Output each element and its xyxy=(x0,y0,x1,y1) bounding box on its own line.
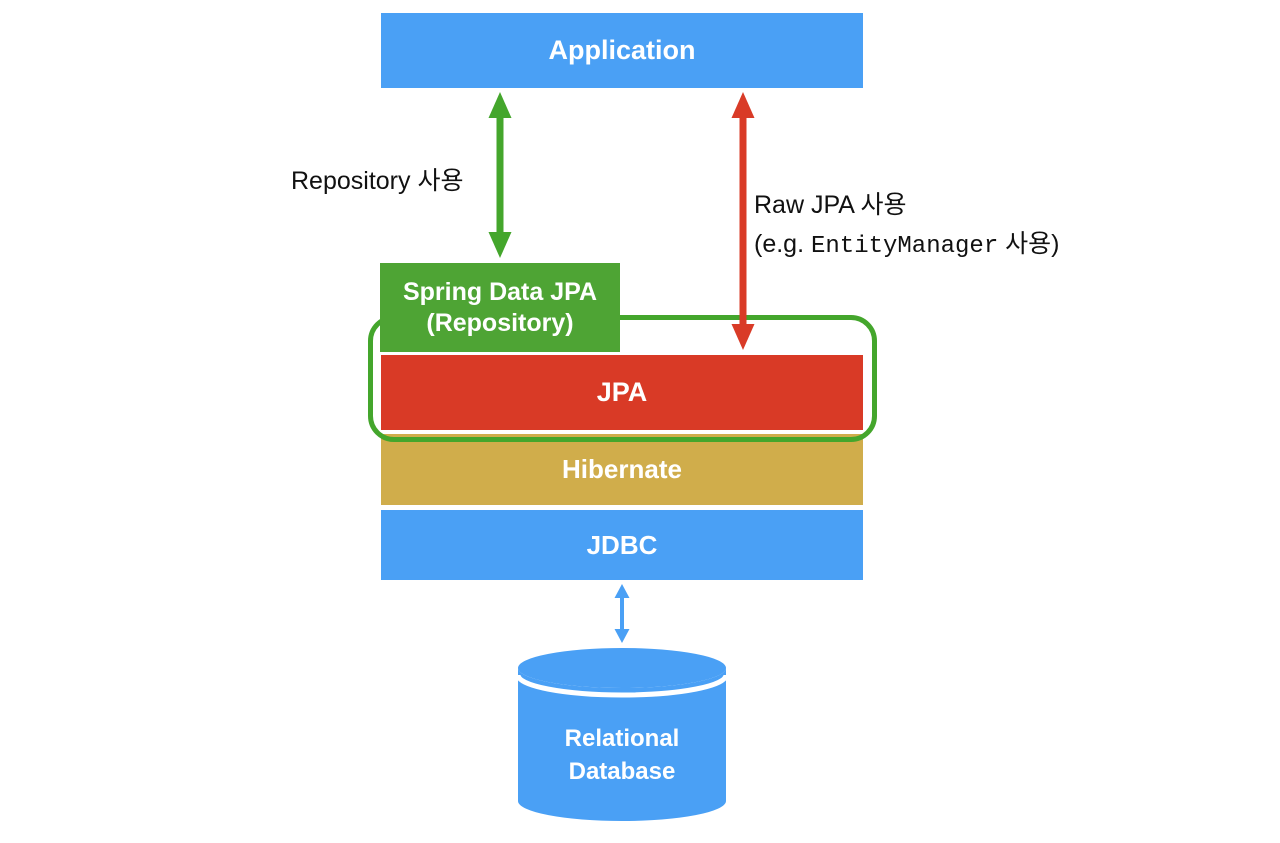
raw-jpa-usage-line1: Raw JPA 사용 xyxy=(754,191,907,219)
database-cylinder-icon xyxy=(517,648,727,821)
application-box: Application xyxy=(381,13,863,88)
relational-database-label: Relational Database xyxy=(517,722,727,788)
raw-jpa-usage-line2: (e.g. EntityManager 사용) xyxy=(754,225,1060,266)
raw-jpa-usage-label: Raw JPA 사용 (e.g. EntityManager 사용) xyxy=(754,186,1060,266)
relational-database-label-line2: Database xyxy=(568,758,676,785)
jdbc-box: JDBC xyxy=(381,510,863,580)
jpa-box: JPA xyxy=(381,355,863,430)
raw-jpa-usage-line2-prefix: (e.g. xyxy=(754,230,811,258)
jdbc-database-double-arrow-icon xyxy=(614,584,630,643)
repository-double-arrow-icon xyxy=(488,92,512,258)
spring-data-jpa-box: Spring Data JPA (Repository) xyxy=(380,263,620,352)
spring-data-jpa-label-line2: (Repository) xyxy=(426,308,574,337)
raw-jpa-usage-line2-suffix: 사용) xyxy=(998,230,1060,258)
hibernate-box: Hibernate xyxy=(381,434,863,505)
entity-manager-code-text: EntityManager xyxy=(810,233,999,260)
relational-database-label-line1: Relational xyxy=(564,725,680,752)
repository-usage-label: Repository 사용 xyxy=(291,167,464,195)
spring-data-jpa-label-line1: Spring Data JPA xyxy=(402,277,598,306)
raw-jpa-double-arrow-icon xyxy=(731,92,755,350)
jpa-group-outline xyxy=(368,315,877,442)
